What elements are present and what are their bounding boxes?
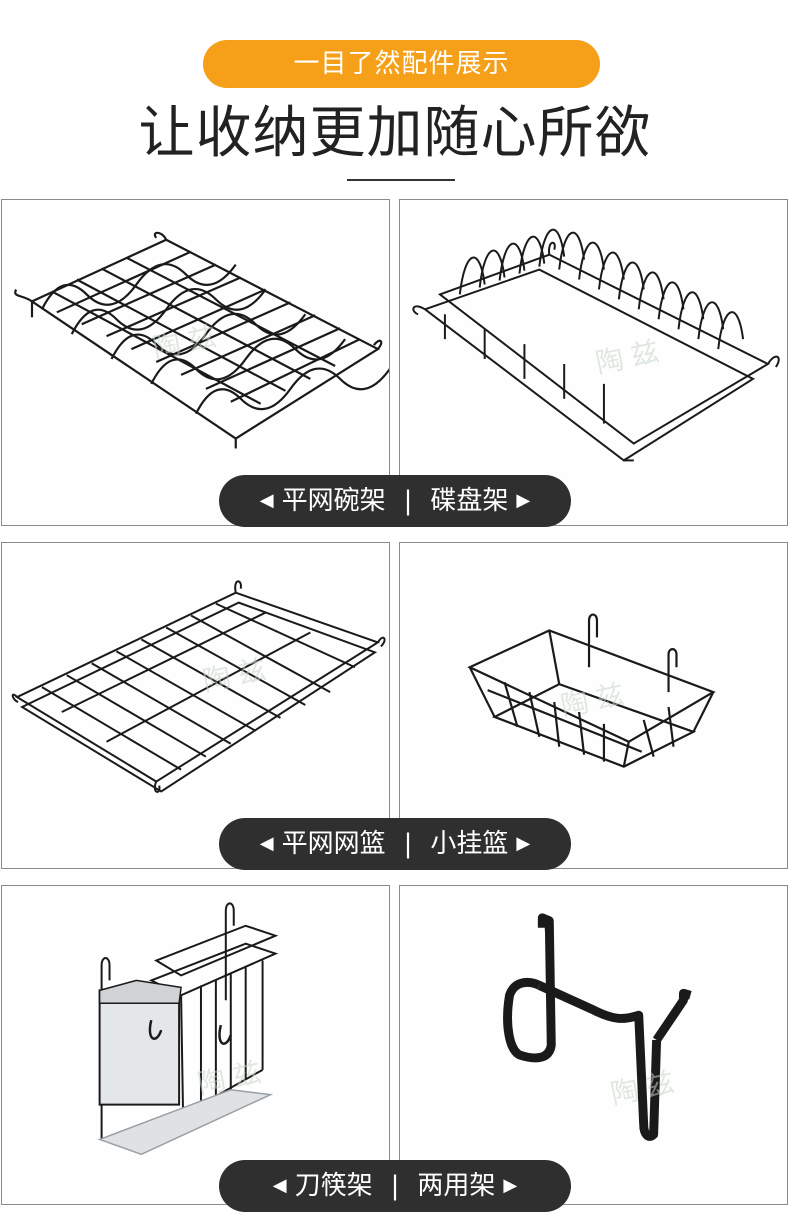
- caption-separator: |: [403, 486, 413, 516]
- knife-chopstick-rack-illustration: [97, 902, 279, 1156]
- product-panel-dual-use-rack: 陶兹: [399, 885, 788, 1205]
- title-underline: [347, 179, 455, 181]
- product-panel-hanging-basket: 陶兹: [399, 542, 788, 869]
- product-panel-bowl-rack: 陶兹: [1, 199, 390, 526]
- caption-left-label: 平网碗架: [281, 486, 386, 516]
- caption-right-arrow-icon: ▶: [516, 490, 531, 511]
- caption-separator: |: [403, 829, 413, 859]
- caption-right-label: 两用架: [417, 1171, 496, 1201]
- caption-left-arrow-icon: ◀: [259, 833, 274, 854]
- caption-row-2: ◀ 平网网篮 | 小挂篮 ▶: [219, 818, 571, 870]
- caption-left-label: 平网网篮: [281, 829, 386, 859]
- caption-left-arrow-icon: ◀: [259, 490, 274, 511]
- caption-row-1: ◀ 平网碗架 | 碟盘架 ▶: [219, 475, 571, 527]
- section-pill: 一目了然配件展示: [203, 40, 600, 88]
- caption-right-arrow-icon: ▶: [516, 833, 531, 854]
- caption-row-3: ◀ 刀筷架 | 两用架 ▶: [219, 1160, 571, 1212]
- page-title: 让收纳更加随心所欲: [138, 101, 652, 166]
- hanging-basket-illustration: [467, 613, 716, 768]
- caption-separator: |: [390, 1171, 400, 1201]
- bowl-rack-illustration: [14, 231, 389, 449]
- flat-basket-illustration: [11, 580, 386, 793]
- caption-right-label: 碟盘架: [430, 486, 509, 516]
- caption-right-label: 小挂篮: [430, 829, 509, 859]
- product-panel-flat-basket: 陶兹: [1, 542, 390, 869]
- product-panel-dish-rack: 陶兹: [399, 199, 788, 526]
- dual-use-rack-illustration: [503, 913, 692, 1141]
- product-panel-knife-rack: 陶兹: [1, 885, 390, 1205]
- dish-rack-illustration: [412, 228, 780, 462]
- caption-left-label: 刀筷架: [294, 1171, 373, 1201]
- caption-left-arrow-icon: ◀: [272, 1175, 287, 1196]
- caption-right-arrow-icon: ▶: [503, 1175, 518, 1196]
